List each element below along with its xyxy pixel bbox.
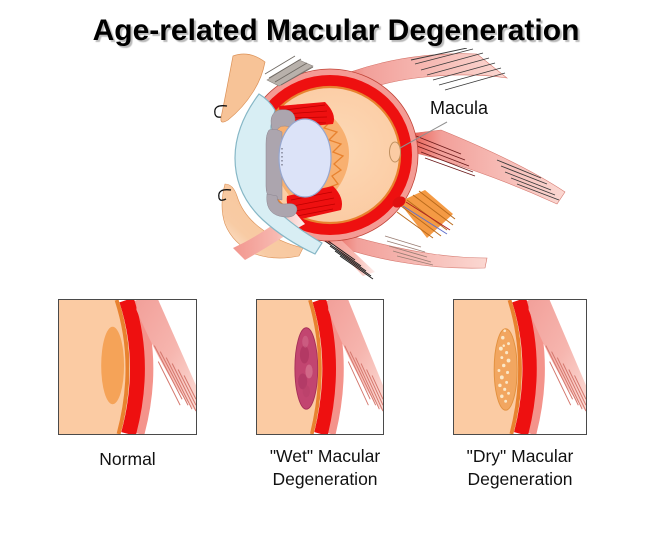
eyelashes [214, 105, 232, 201]
eye-cross-section-illustration [214, 47, 566, 280]
red-choroid-layer [312, 300, 336, 434]
orange-muscle-hatch-lines [396, 190, 456, 239]
macula-marker [389, 141, 401, 163]
superior-oblique-tendon [264, 55, 314, 87]
macula-pointer-line [399, 121, 448, 149]
normal-retina-graphic [59, 300, 196, 434]
eye-cross-section-figure [175, 47, 595, 288]
wet-retina-graphic [257, 300, 383, 434]
retina-orange-line [114, 300, 130, 434]
lower-eyelid [221, 183, 304, 259]
retina-orange-line [308, 300, 322, 434]
drusen-dots [497, 329, 511, 403]
panel-normal [58, 299, 197, 435]
macula-lesion-normal [101, 326, 125, 405]
lateral-rectus-muscle [406, 129, 566, 205]
red-choroid-layer [119, 300, 145, 434]
macula-lesion-wet [294, 327, 319, 410]
inferior-rectus-muscle [320, 227, 488, 269]
lens [278, 118, 332, 198]
panel-dry [453, 299, 587, 435]
tendon-hatch-lines [264, 55, 314, 86]
upper-eyelid [220, 53, 266, 123]
cornea [234, 93, 323, 255]
superior-rectus-muscle [324, 47, 509, 101]
panel-muscle-band [136, 300, 196, 412]
panel-muscle-hatch-lines [545, 345, 586, 412]
dry-retina-graphic [454, 300, 586, 434]
panel-muscle-hatch-lines [344, 345, 383, 412]
lateral-muscle-tip-hatch-lines [496, 159, 560, 201]
red-choroid-layer [512, 300, 537, 434]
panel-muscle-band [528, 300, 586, 412]
page-title: Age-related Macular Degeneration [92, 14, 580, 47]
panel-label-normal: Normal [99, 449, 156, 469]
panel-label-wet: "Wet" Macular Degeneration [269, 446, 381, 489]
iris-ciliary-body [265, 109, 298, 218]
panel-muscle-band [328, 300, 383, 412]
retina-orange-line [507, 300, 522, 434]
panel-label-dry: "Dry" Macular Degeneration [466, 446, 574, 489]
superior-muscle-hatch-lines [410, 47, 506, 91]
optic-area-orange-muscle [392, 190, 456, 239]
macula-label: Macula [430, 98, 489, 118]
panel-wet [256, 299, 384, 435]
inferior-muscle-hatch-lines [384, 235, 434, 266]
panel-muscle-hatch-lines [153, 345, 196, 412]
macula-lesion-dry [493, 328, 518, 411]
